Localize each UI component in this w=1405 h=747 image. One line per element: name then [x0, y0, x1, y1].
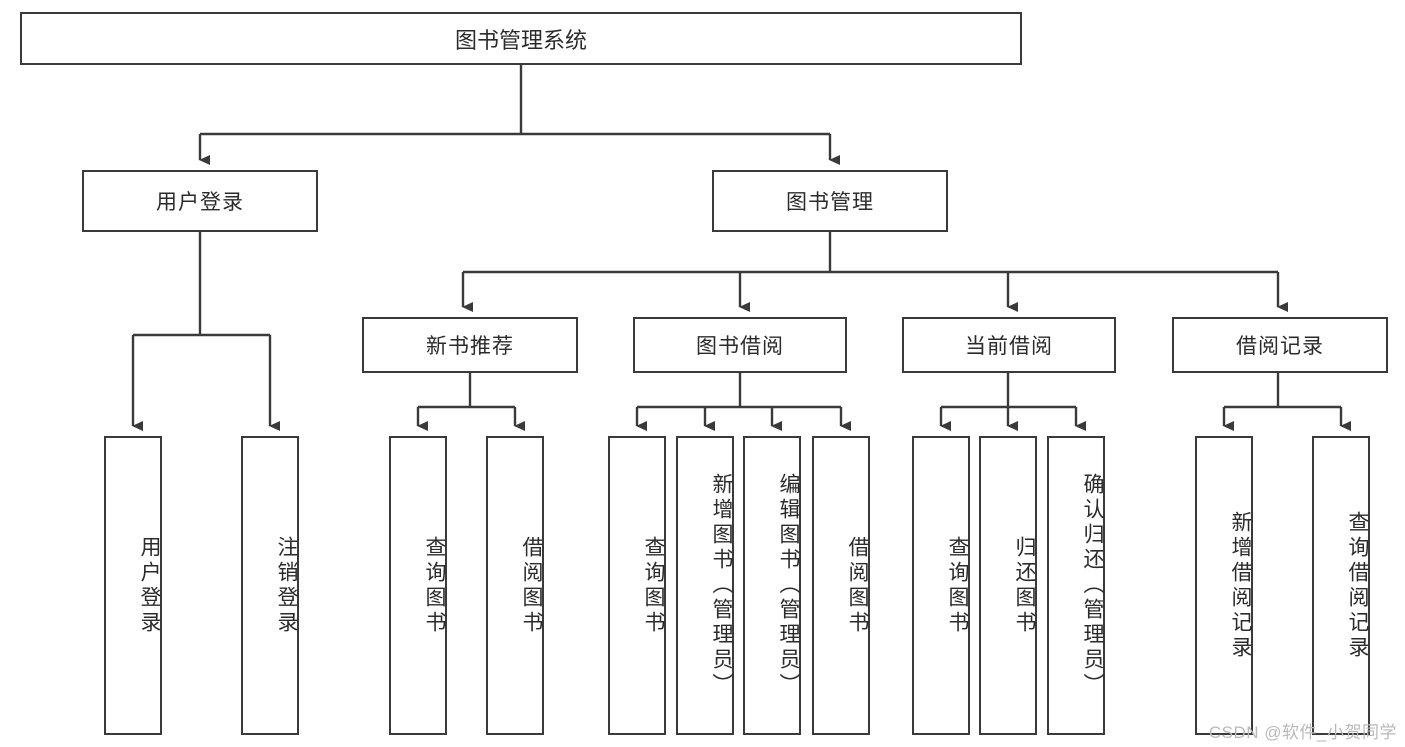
leaf-confirm-return-admin[interactable]: 确认归还（管理员） [1047, 436, 1105, 735]
node-book-management[interactable]: 图书管理 [712, 170, 948, 232]
node-borrow-record[interactable]: 借阅记录 [1172, 317, 1388, 373]
node-label: 图书管理 [786, 191, 874, 214]
node-current-borrow[interactable]: 当前借阅 [902, 317, 1116, 373]
node-user-login[interactable]: 用户登录 [82, 170, 318, 232]
leaf-edit-book-admin[interactable]: 编辑图书（管理员） [743, 436, 801, 735]
node-label: 确认归还（管理员） [1081, 473, 1104, 698]
node-label: 图书管理系统 [454, 27, 587, 53]
node-label: 借阅记录 [1236, 335, 1324, 358]
node-label: 用户登录 [138, 535, 161, 636]
node-label: 查询图书 [946, 535, 969, 636]
node-label: 当前借阅 [965, 335, 1053, 358]
node-label: 注销登录 [275, 535, 298, 636]
leaf-current-query-book[interactable]: 查询图书 [912, 436, 970, 735]
leaf-user-login[interactable]: 用户登录 [104, 436, 162, 735]
node-label: 编辑图书（管理员） [777, 473, 800, 698]
node-label: 查询借阅记录 [1346, 510, 1369, 661]
leaf-new-book-query[interactable]: 查询图书 [389, 436, 447, 735]
leaf-return-book[interactable]: 归还图书 [979, 436, 1037, 735]
leaf-borrow-query-book[interactable]: 查询图书 [608, 436, 666, 735]
node-label: 图书借阅 [696, 335, 784, 358]
leaf-logout[interactable]: 注销登录 [241, 436, 299, 735]
leaf-query-borrow-record[interactable]: 查询借阅记录 [1312, 436, 1370, 735]
node-label: 借阅图书 [846, 535, 869, 636]
leaf-new-book-borrow[interactable]: 借阅图书 [486, 436, 544, 735]
node-label: 新增借阅记录 [1229, 510, 1252, 661]
node-root-system[interactable]: 图书管理系统 [20, 12, 1022, 65]
node-new-book-recommend[interactable]: 新书推荐 [362, 317, 578, 373]
leaf-add-borrow-record[interactable]: 新增借阅记录 [1195, 436, 1253, 735]
node-label: 用户登录 [156, 191, 244, 214]
node-label: 新增图书（管理员） [710, 473, 733, 698]
node-label: 查询图书 [642, 535, 665, 636]
node-book-borrow[interactable]: 图书借阅 [633, 317, 847, 373]
node-label: 归还图书 [1013, 535, 1036, 636]
csdn-watermark: CSDN @软件_小贺同学 [1208, 723, 1397, 742]
leaf-borrow-book[interactable]: 借阅图书 [812, 436, 870, 735]
node-label: 查询图书 [423, 535, 446, 636]
node-label: 新书推荐 [426, 335, 514, 358]
node-label: 借阅图书 [520, 535, 543, 636]
leaf-add-book-admin[interactable]: 新增图书（管理员） [676, 436, 734, 735]
